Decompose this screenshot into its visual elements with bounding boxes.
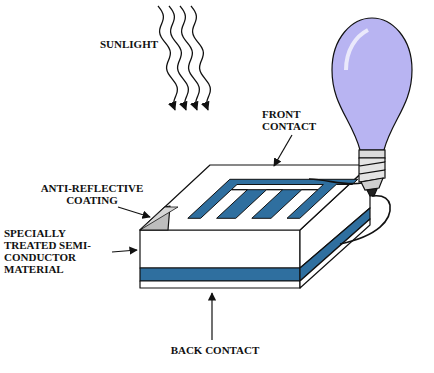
sunlight-label: SUNLIGHT <box>100 38 180 50</box>
sunlight-rays <box>158 6 210 110</box>
light-ray <box>169 6 188 110</box>
front-contact-grid <box>188 179 358 218</box>
wire <box>309 179 390 244</box>
part-label: BACK CONTACT <box>160 344 270 356</box>
light-bulb <box>332 18 412 196</box>
part-label: FRONT CONTACT <box>262 108 332 132</box>
part-label: ANTI-REFLECTIVE COATING <box>36 182 148 206</box>
part-label: SPECIALLY TREATED SEMI-CONDUCTOR MATERIA… <box>4 227 112 275</box>
light-ray <box>158 6 177 110</box>
back-contact-layer <box>140 268 300 281</box>
light-ray <box>180 6 199 110</box>
cell-body <box>140 165 370 288</box>
leader-line <box>112 135 292 340</box>
light-ray <box>191 6 210 110</box>
